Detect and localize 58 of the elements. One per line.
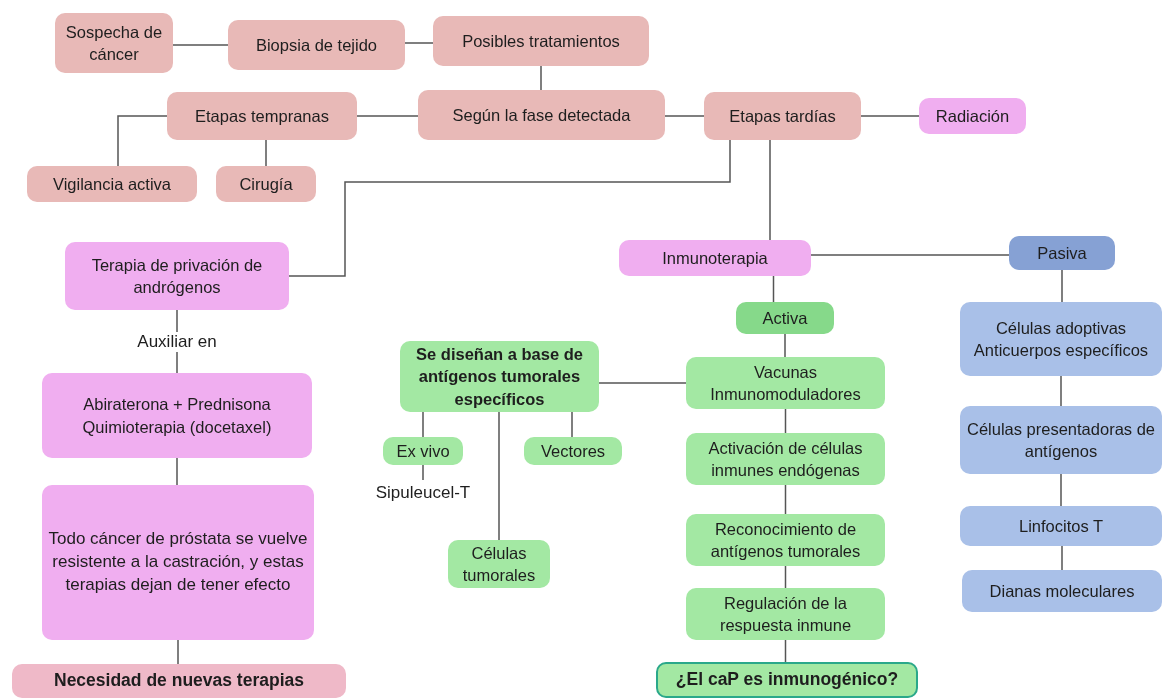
concept-box: ¿El caP es inmunogénico? bbox=[656, 662, 918, 698]
concept-box: Terapia de privación de andrógenos bbox=[65, 242, 289, 310]
concept-box: Necesidad de nuevas terapias bbox=[12, 664, 346, 698]
concept-box: Dianas moleculares bbox=[962, 570, 1162, 612]
concept-box: Biopsia de tejido bbox=[228, 20, 405, 70]
concept-box: Células tumorales bbox=[448, 540, 550, 588]
connector-line bbox=[540, 65, 542, 91]
connector-line bbox=[1061, 269, 1063, 303]
concept-box: Activación de células inmunes endógenas bbox=[686, 433, 885, 485]
connector-line bbox=[177, 639, 179, 665]
concept-box: Abiraterona + Prednisona Quimioterapia (docetaxel) bbox=[42, 373, 312, 458]
connector-line bbox=[117, 115, 168, 167]
connector-line bbox=[265, 139, 267, 167]
concept-box: Regulación de la respuesta inmune bbox=[686, 588, 885, 640]
connector-line bbox=[172, 44, 229, 46]
concept-box: Vectores bbox=[524, 437, 622, 465]
connector-line bbox=[404, 42, 434, 44]
concept-box: Ex vivo bbox=[383, 437, 463, 465]
connector-line bbox=[784, 565, 787, 589]
connector-line bbox=[571, 411, 573, 438]
concept-box: Según la fase detectada bbox=[418, 90, 665, 140]
connector-line bbox=[772, 275, 775, 303]
connector-line bbox=[784, 484, 787, 515]
connector-line bbox=[176, 457, 178, 486]
connector-line bbox=[1060, 473, 1062, 507]
connector-line bbox=[784, 639, 787, 663]
connector-line bbox=[422, 464, 424, 481]
concept-box: Reconocimiento de antígenos tumorales bbox=[686, 514, 885, 566]
connector-line bbox=[422, 411, 424, 438]
concept-box: Todo cáncer de próstata se vuelve resistente a la castración, y estas terapias dejan de tener efecto bbox=[42, 485, 314, 640]
connector-line bbox=[356, 115, 419, 117]
concept-box: Vigilancia activa bbox=[27, 166, 197, 202]
concept-box: Activa bbox=[736, 302, 834, 334]
connector-line bbox=[769, 139, 771, 241]
connector-line bbox=[1060, 375, 1062, 407]
concept-box: Etapas tempranas bbox=[167, 92, 357, 140]
connector-line bbox=[598, 382, 687, 384]
connector-line bbox=[498, 411, 500, 541]
concept-box: Pasiva bbox=[1009, 236, 1115, 270]
connector-line bbox=[1061, 545, 1063, 571]
concept-box: Cirugía bbox=[216, 166, 316, 202]
concept-box: Células adoptivas Anticuerpos específicos bbox=[960, 302, 1162, 376]
concept-box: Se diseñan a base de antígenos tumorales específicos bbox=[400, 341, 599, 412]
concept-box: Etapas tardías bbox=[704, 92, 861, 140]
concept-box: Radiación bbox=[919, 98, 1026, 134]
connector-line bbox=[784, 333, 786, 358]
connector-line bbox=[784, 408, 787, 434]
concept-box: Posibles tratamientos bbox=[433, 16, 649, 66]
concept-box: Células presentadoras de antígenos bbox=[960, 406, 1162, 474]
connector-line bbox=[860, 115, 920, 117]
concept-box: Vacunas Inmunomoduladores bbox=[686, 357, 885, 409]
connector-line bbox=[664, 115, 705, 117]
connector-line bbox=[810, 254, 1010, 256]
node-label: Sipuleucel-T bbox=[362, 480, 484, 506]
concept-box: Linfocitos T bbox=[960, 506, 1162, 546]
concept-box: Sospecha de cáncer bbox=[55, 13, 173, 73]
connector-line bbox=[288, 139, 731, 277]
concept-box: Inmunoterapia bbox=[619, 240, 811, 276]
